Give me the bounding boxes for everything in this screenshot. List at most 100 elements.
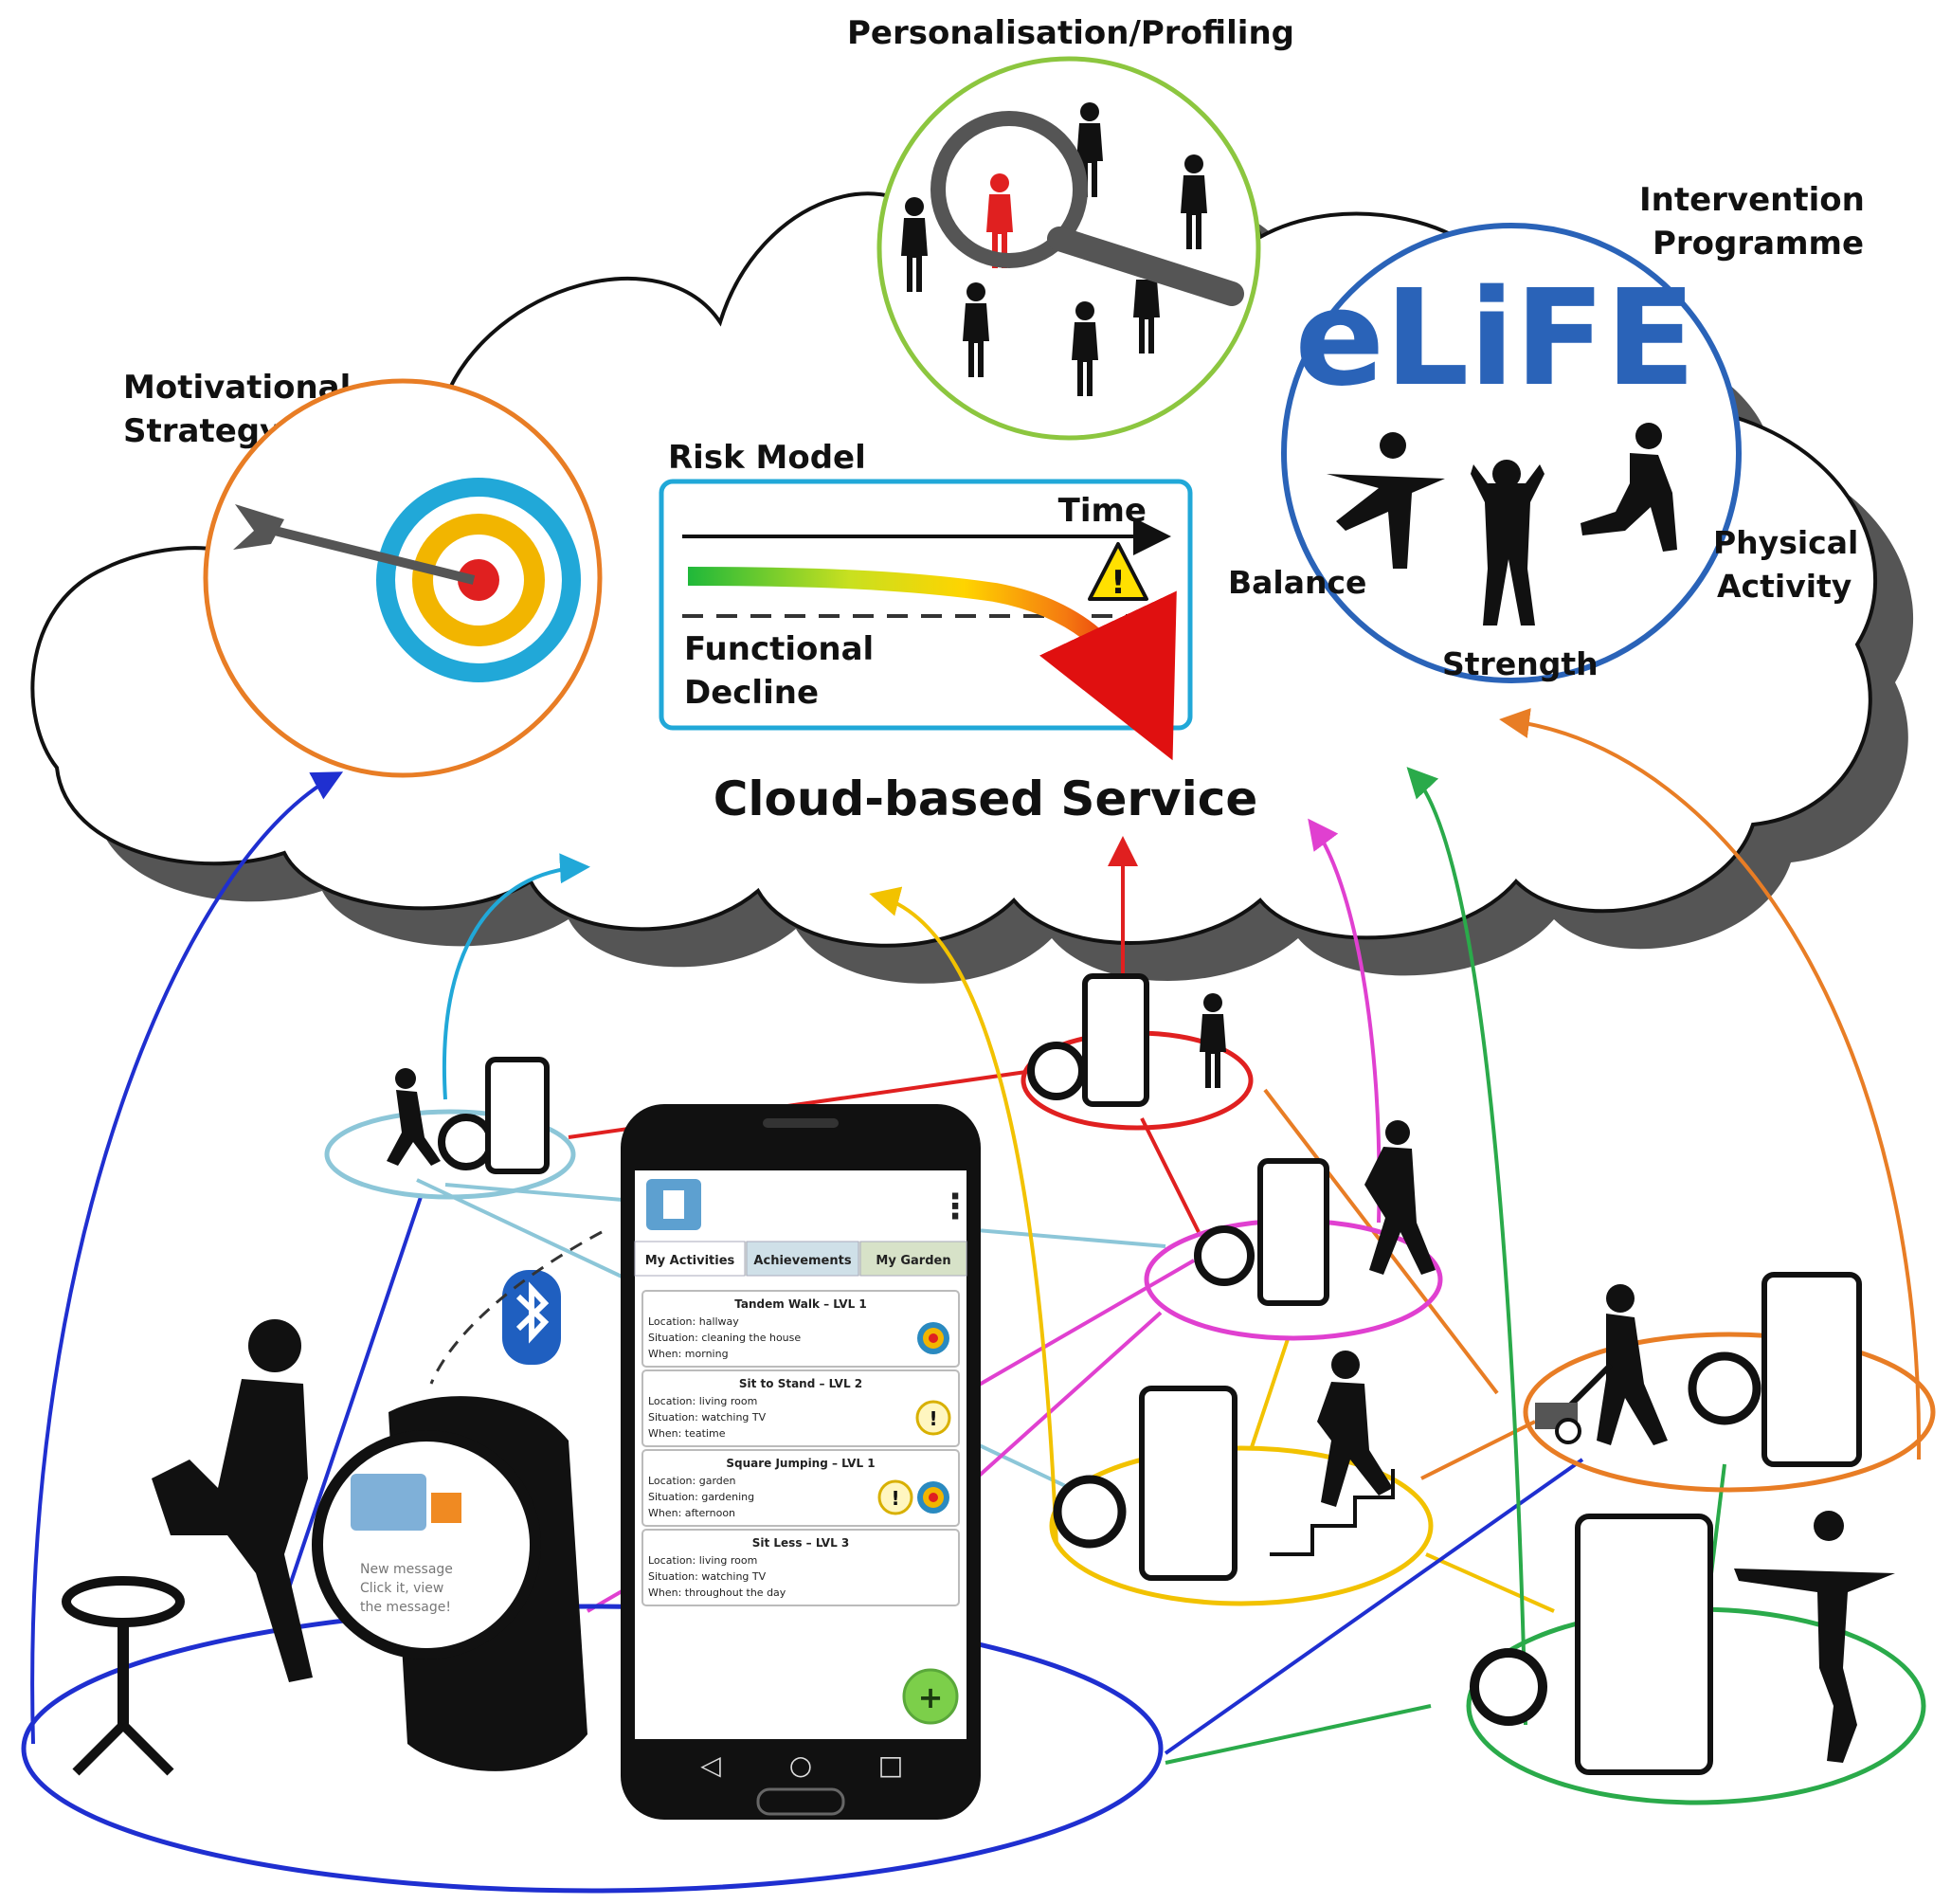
tab-achievements-label: Achievements [753, 1254, 851, 1268]
target-icon [376, 478, 581, 682]
profiling-label: Personalisation/Profiling [847, 14, 1294, 52]
activity-title: Sit to Stand – LVL 2 [739, 1377, 862, 1390]
motivation-label-2: Strategy [123, 412, 280, 450]
physical-activity-label-1: Physical [1713, 524, 1858, 561]
nav-bar: ◁ ○ □ [700, 1750, 903, 1781]
smartwatch-icon [1053, 1475, 1127, 1549]
bluetooth-icon [502, 1270, 561, 1365]
earpiece [763, 1118, 839, 1128]
smartphone-icon [1082, 973, 1149, 1107]
smartphone-icon [1257, 1158, 1329, 1306]
elife-logo: eLiFE [1294, 262, 1695, 416]
balance-figure-icon [1327, 432, 1445, 569]
activity-location: Location: garden [648, 1475, 736, 1487]
activity-card[interactable]: Sit to Stand – LVL 2 Location: living ro… [641, 1369, 960, 1447]
nav-home-button[interactable]: ○ [789, 1750, 812, 1781]
activity-title: Square Jumping – LVL 1 [726, 1457, 875, 1470]
target-badge-icon [917, 1322, 949, 1354]
svg-text:!: ! [929, 1407, 937, 1430]
magnifier-icon [930, 111, 1244, 306]
highlighted-person-icon [986, 173, 1013, 268]
nav-back-button[interactable]: ◁ [700, 1750, 721, 1781]
activity-card[interactable]: Tandem Walk – LVL 1 Location: hallway Si… [641, 1290, 960, 1368]
risk-decline-label-1: Functional [684, 630, 874, 668]
node-walking-ellipse [324, 1109, 576, 1200]
motivation-circle [203, 378, 603, 778]
target-badge-icon [917, 1481, 949, 1514]
strength-figure-icon [1471, 460, 1545, 626]
smartphone-icon [1575, 1514, 1713, 1775]
tab-my-activities-label: My Activities [645, 1254, 735, 1268]
dart-icon [233, 504, 476, 585]
activity-card[interactable]: Sit Less – LVL 3 Location: living room S… [641, 1529, 960, 1606]
cloud-service-label: Cloud-based Service [714, 771, 1258, 826]
node-stairs-ellipse [1049, 1445, 1434, 1606]
smartwatch-icon [1027, 1042, 1086, 1100]
activity-when: When: afternoon [648, 1507, 735, 1519]
risk-model-label: Risk Model [668, 439, 866, 477]
intervention-label-2: Programme [1653, 225, 1864, 263]
watch-message-line-1: New message [360, 1562, 453, 1577]
risk-decline-label-2: Decline [684, 674, 819, 712]
home-button[interactable] [756, 1787, 845, 1816]
activity-title: Sit Less – LVL 3 [752, 1536, 850, 1550]
tab-my-garden-label: My Garden [876, 1254, 950, 1268]
large-smartphone: ⋮ My Activities Achievements My Garden T… [621, 1104, 981, 1820]
app-header: ⋮ [635, 1170, 972, 1239]
smartphone-icon [1761, 1272, 1862, 1467]
activity-location: Location: living room [648, 1554, 757, 1567]
activity-when: When: morning [648, 1348, 729, 1360]
balancing-person-icon [1734, 1511, 1895, 1763]
overflow-menu-button[interactable]: ⋮ [938, 1188, 972, 1226]
svg-text:!: ! [891, 1487, 899, 1510]
node-standing [1027, 973, 1226, 1107]
stool-icon [62, 1576, 185, 1776]
activity-when: When: throughout the day [648, 1587, 786, 1599]
activity-title: Tandem Walk – LVL 1 [734, 1297, 867, 1311]
tab-achievements[interactable] [746, 1241, 859, 1277]
alert-badge-icon: ! [877, 1479, 913, 1515]
node-lawnmower [1535, 1272, 1862, 1467]
smartwatch-icon [1194, 1225, 1255, 1286]
add-activity-button[interactable]: + [902, 1668, 959, 1725]
tab-my-activities[interactable] [634, 1241, 746, 1277]
intervention-label-1: Intervention [1639, 181, 1865, 219]
activity-location: Location: living room [648, 1395, 757, 1407]
node-lawnmower-ellipse [1523, 1332, 1936, 1493]
physical-activity-label-2: Activity [1717, 568, 1852, 605]
activity-when: When: teatime [648, 1427, 726, 1440]
node-balance [1470, 1511, 1895, 1775]
node-home-ellipse [21, 1604, 1164, 1894]
activity-location: Location: hallway [648, 1315, 739, 1328]
lawnmower-person-icon [1535, 1284, 1668, 1445]
warning-icon: ! [1088, 542, 1148, 602]
standing-person-icon [1200, 993, 1226, 1088]
node-stairs [1053, 1351, 1395, 1581]
dancing-person-icon [1364, 1120, 1436, 1275]
activity-situation: Situation: watching TV [648, 1411, 767, 1423]
svg-text:+: + [918, 1679, 944, 1715]
watch-message-line-2: Click it, view [360, 1581, 443, 1596]
tab-my-garden[interactable] [859, 1241, 967, 1277]
smartwatch-icon [1688, 1351, 1761, 1425]
watch-app-logo-icon [351, 1474, 426, 1531]
data-flow-arrows [30, 708, 1922, 1745]
smartwatch-icon [1470, 1648, 1547, 1726]
intervention-circle: eLiFE [1281, 223, 1742, 683]
nav-recent-button[interactable]: □ [878, 1750, 903, 1781]
activity-card[interactable]: Square Jumping – LVL 1 Location: garden … [641, 1449, 960, 1527]
balance-label: Balance [1228, 564, 1366, 601]
stairs-person-icon [1270, 1351, 1395, 1556]
smartwatch-icon [438, 1114, 495, 1170]
large-smartwatch: New message Click it, view the message! [312, 1396, 587, 1771]
activity-situation: Situation: cleaning the house [648, 1332, 801, 1344]
node-walking [387, 1057, 550, 1174]
risk-time-label: Time [1058, 492, 1147, 530]
activity-situation: Situation: watching TV [648, 1570, 767, 1583]
svg-text:!: ! [1111, 564, 1126, 602]
walking-person-icon [387, 1068, 441, 1166]
smartphone-icon [1139, 1386, 1237, 1581]
profiling-circle [876, 56, 1261, 441]
watch-message-line-3: the message! [360, 1600, 451, 1615]
